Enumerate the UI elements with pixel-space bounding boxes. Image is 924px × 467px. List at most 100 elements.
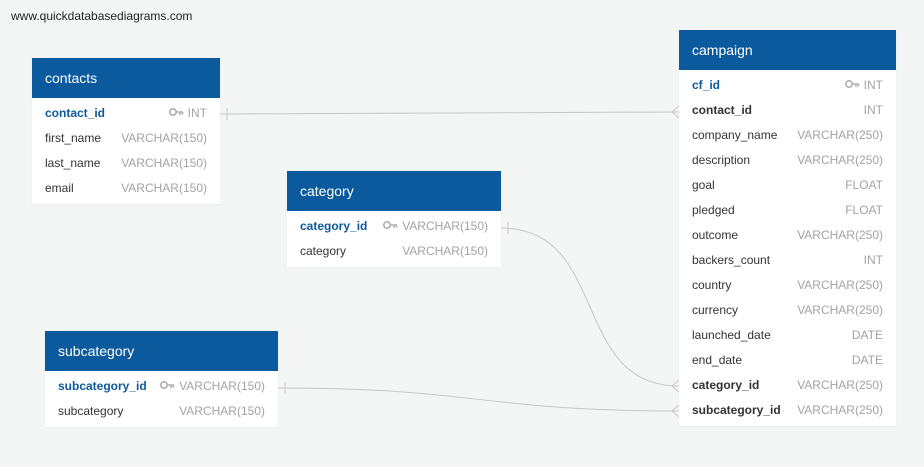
field-type-label: VARCHAR(150) (402, 244, 488, 258)
field-name: first_name (45, 131, 102, 145)
field-type: DATE (852, 323, 883, 348)
field-name: category_id (300, 219, 368, 233)
field-name: last_name (45, 156, 101, 170)
field-name: subcategory_id (58, 379, 147, 393)
field-type: VARCHAR(250) (797, 398, 883, 423)
field-type-label: VARCHAR(250) (797, 378, 883, 392)
field-type: FLOAT (845, 198, 883, 223)
field-row[interactable]: email VARCHAR(150) (32, 176, 220, 201)
field-type: VARCHAR(150) (179, 399, 265, 424)
rel-contacts-campaign (219, 111, 680, 115)
field-type: VARCHAR(150) (121, 176, 207, 201)
field-type-label: VARCHAR(250) (797, 228, 883, 242)
field-type: VARCHAR(150) (160, 374, 265, 399)
field-type-label: VARCHAR(150) (121, 181, 207, 195)
field-type: VARCHAR(150) (121, 151, 207, 176)
field-type: VARCHAR(250) (797, 298, 883, 323)
field-type: INT (844, 73, 883, 98)
field-type: VARCHAR(250) (797, 148, 883, 173)
field-row[interactable]: category_id VARCHAR(150) (287, 214, 501, 239)
field-row[interactable]: cf_id INT (679, 73, 896, 98)
field-row[interactable]: outcome VARCHAR(250) (679, 223, 896, 248)
field-name: outcome (692, 228, 739, 242)
field-row[interactable]: launched_date DATE (679, 323, 896, 348)
field-type: FLOAT (845, 173, 883, 198)
field-type: VARCHAR(250) (797, 223, 883, 248)
field-row[interactable]: currency VARCHAR(250) (679, 298, 896, 323)
many-marker (671, 379, 680, 393)
field-type: INT (864, 248, 883, 273)
field-type-label: INT (863, 78, 883, 92)
field-type: VARCHAR(250) (797, 373, 883, 398)
field-type: INT (864, 98, 883, 123)
table-title: campaign (679, 30, 896, 70)
field-type-label: VARCHAR(250) (797, 303, 883, 317)
field-row[interactable]: subcategory_id VARCHAR(250) (679, 398, 896, 423)
field-type-label: VARCHAR(150) (402, 219, 488, 233)
field-row[interactable]: description VARCHAR(250) (679, 148, 896, 173)
field-name: end_date (692, 353, 743, 367)
field-name: currency (692, 303, 739, 317)
field-row[interactable]: first_name VARCHAR(150) (32, 126, 220, 151)
field-row[interactable]: subcategory VARCHAR(150) (45, 399, 278, 424)
many-marker (671, 404, 680, 418)
rel-subcategory-campaign (277, 387, 680, 412)
field-type-label: VARCHAR(250) (797, 278, 883, 292)
field-name: cf_id (692, 78, 721, 92)
field-row[interactable]: country VARCHAR(250) (679, 273, 896, 298)
field-name: category_id (692, 378, 760, 392)
watermark: www.quickdatabasediagrams.com (11, 9, 193, 23)
key-icon (383, 214, 398, 239)
field-row[interactable]: contact_id INT (679, 98, 896, 123)
field-row[interactable]: company_name VARCHAR(250) (679, 123, 896, 148)
key-icon (168, 101, 184, 126)
field-row[interactable]: backers_count INT (679, 248, 896, 273)
field-name: description (692, 153, 751, 167)
field-name: email (45, 181, 74, 195)
field-type-label: INT (863, 103, 883, 117)
field-type-label: VARCHAR(150) (121, 131, 207, 145)
field-type-label: FLOAT (845, 178, 883, 192)
field-type: VARCHAR(150) (383, 214, 488, 239)
field-type-label: DATE (851, 353, 883, 367)
field-type-label: INT (187, 106, 207, 120)
field-name: contact_id (45, 106, 106, 120)
field-row[interactable]: category_id VARCHAR(250) (679, 373, 896, 398)
field-name: company_name (692, 128, 778, 142)
field-row[interactable]: subcategory_id VARCHAR(150) (45, 374, 278, 399)
field-row[interactable]: end_date DATE (679, 348, 896, 373)
field-type: VARCHAR(250) (797, 123, 883, 148)
field-type-label: VARCHAR(250) (797, 403, 883, 417)
key-icon (160, 374, 175, 399)
field-name: subcategory (58, 404, 124, 418)
field-row[interactable]: contact_id INT (32, 101, 220, 126)
field-type: DATE (852, 348, 883, 373)
field-type-label: VARCHAR(250) (797, 128, 883, 142)
rel-category-campaign (500, 227, 680, 387)
field-type-label: FLOAT (845, 203, 883, 217)
field-row[interactable]: last_name VARCHAR(150) (32, 151, 220, 176)
field-name: subcategory_id (692, 403, 781, 417)
table-title: subcategory (45, 331, 278, 371)
field-name: backers_count (692, 253, 771, 267)
field-name: country (692, 278, 732, 292)
field-type: VARCHAR(150) (121, 126, 207, 151)
field-type: INT (168, 101, 207, 126)
field-type-label: VARCHAR(150) (179, 404, 265, 418)
field-name: contact_id (692, 103, 753, 117)
key-icon (844, 73, 860, 98)
field-type: VARCHAR(250) (797, 273, 883, 298)
field-name: launched_date (692, 328, 771, 342)
field-type-label: INT (863, 253, 883, 267)
